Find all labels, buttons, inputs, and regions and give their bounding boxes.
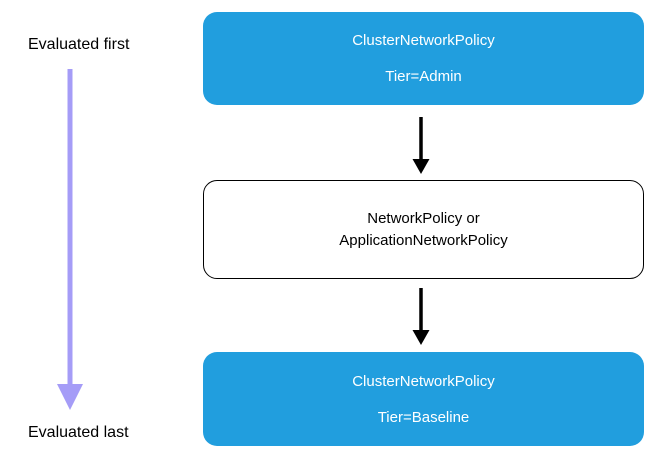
node-networkpolicy: NetworkPolicy or ApplicationNetworkPolic… xyxy=(203,180,644,279)
node-baseline-title: ClusterNetworkPolicy xyxy=(352,372,495,390)
node-admin-title: ClusterNetworkPolicy xyxy=(352,32,495,49)
node-clusternetworkpolicy-admin: ClusterNetworkPolicy Tier=Admin xyxy=(203,12,644,105)
evaluation-order-arrow-icon xyxy=(57,69,83,410)
evaluation-order-arrowhead-icon xyxy=(57,384,83,410)
flow-arrow-top-icon xyxy=(412,117,430,174)
evaluated-first-label: Evaluated first xyxy=(28,36,130,53)
flow-arrow-bottom-icon xyxy=(412,288,430,345)
node-middle-line2: ApplicationNetworkPolicy xyxy=(339,231,508,249)
evaluated-last-label: Evaluated last xyxy=(28,424,129,441)
flow-arrow-bottom-arrowhead-icon xyxy=(412,330,430,345)
flow-arrow-top-arrowhead-icon xyxy=(412,159,430,174)
node-middle-line1: NetworkPolicy or xyxy=(367,209,480,227)
node-baseline-tier: Tier=Baseline xyxy=(377,408,470,426)
node-clusternetworkpolicy-baseline: ClusterNetworkPolicy Tier=Baseline xyxy=(203,352,644,446)
node-admin-tier: Tier=Admin xyxy=(385,68,462,85)
